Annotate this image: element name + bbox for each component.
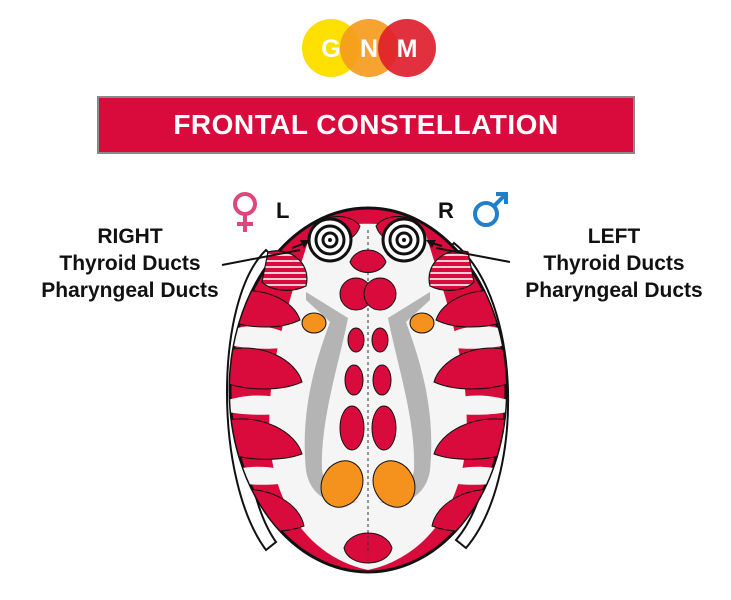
left-lobe-1: [231, 290, 301, 328]
right-lobe-sep-3: [434, 466, 504, 485]
center-lobe-2l: [347, 327, 365, 353]
pointer-right-label: [221, 249, 301, 266]
left-side-label-line-3: Pharyngeal Ducts: [525, 279, 703, 302]
center-lobe-4r: [371, 405, 397, 451]
male-symbol-icon: [473, 192, 508, 227]
right-lobe-2: [433, 347, 506, 390]
right-side-label: RIGHT Thyroid Ducts Pharyngeal Ducts: [10, 223, 250, 304]
center-lobe-2r: [371, 327, 389, 353]
left-lobe-sep-1: [230, 325, 300, 349]
gray-ventricle-left: [304, 292, 362, 504]
center-lobe-top-right: [363, 277, 397, 311]
logo-letter-m: M: [397, 35, 418, 63]
left-lobe-sep-2: [230, 395, 300, 415]
pointer-left-label: [435, 247, 511, 263]
orange-area-upper-left: [301, 312, 327, 334]
hemisphere-right-marker: R: [438, 198, 454, 223]
center-lobe-3r: [372, 364, 392, 396]
right-lobe-1: [435, 290, 505, 328]
target-ring-right: [381, 217, 427, 263]
orange-area-lower-left: [320, 460, 364, 508]
target-ring-left: [307, 217, 353, 263]
right-side-label-line-3: Pharyngeal Ducts: [41, 279, 219, 302]
female-symbol-icon: [233, 192, 257, 232]
center-lobe-upper: [349, 249, 387, 273]
left-lobe-3: [230, 418, 303, 460]
hatched-relay-left: [428, 250, 475, 291]
left-side-label-line-1: LEFT: [587, 225, 641, 248]
arrow-head-right: [300, 240, 310, 248]
logo-letter-n: N: [360, 35, 378, 63]
left-side-label-line-2: Thyroid Ducts: [543, 252, 685, 275]
right-side-label-line-1: RIGHT: [97, 225, 163, 248]
hemisphere-left-marker: L: [276, 198, 290, 223]
center-lobe-4l: [339, 405, 365, 451]
right-side-label-line-2: Thyroid Ducts: [59, 252, 201, 275]
orange-area-upper-right: [409, 312, 435, 334]
gnm-logo: G N M: [302, 19, 436, 77]
right-lobe-sep-1: [436, 325, 506, 349]
arrow-head-left: [426, 240, 436, 248]
logo-letter-g: G: [321, 35, 340, 63]
page-title: FRONTAL CONSTELLATION: [173, 109, 559, 140]
title-banner: FRONTAL CONSTELLATION: [97, 96, 635, 154]
left-lobe-2: [230, 347, 303, 390]
orange-area-lower-right: [372, 460, 416, 508]
right-lobe-sep-2: [436, 395, 506, 415]
logo-circle-m: [378, 19, 436, 77]
left-side-label: LEFT Thyroid Ducts Pharyngeal Ducts: [498, 223, 730, 304]
gray-ventricle-right: [374, 292, 432, 504]
left-lobe-sep-3: [232, 466, 302, 485]
center-lobe-3l: [344, 364, 364, 396]
right-lobe-3: [433, 418, 506, 460]
